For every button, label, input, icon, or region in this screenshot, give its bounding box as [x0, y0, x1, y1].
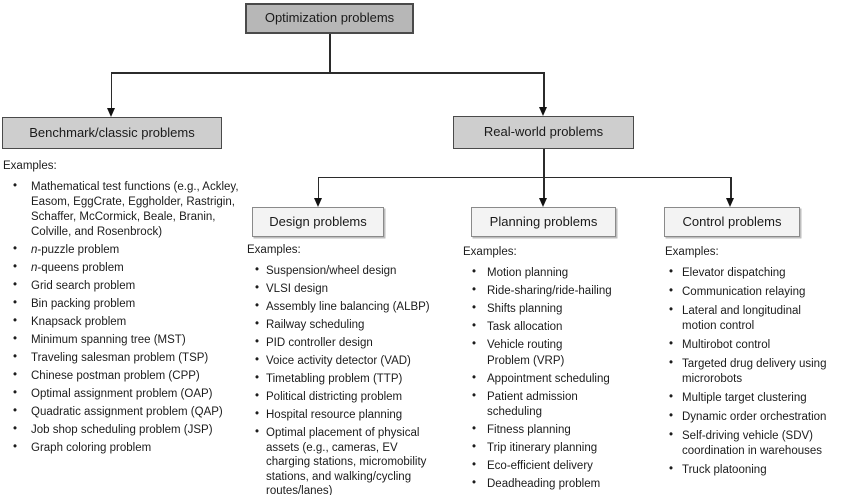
node-optimization-problems: Optimization problems — [245, 3, 414, 34]
node-label: Design problems — [269, 213, 367, 229]
example-item: Mathematical test functions (e.g., Ackle… — [3, 179, 245, 240]
node-design-problems: Design problems — [252, 207, 384, 237]
example-item: Shifts planning — [463, 301, 655, 318]
connector-level3-horizontal — [318, 176, 731, 178]
example-item: Trip itinerary planning — [463, 440, 655, 457]
node-real-world-problems: Real-world problems — [453, 116, 634, 149]
connector-level2-horizontal — [111, 72, 545, 74]
example-item: Knapsack problem — [3, 314, 245, 330]
arrow-down-control-icon — [726, 198, 734, 207]
example-item: Communication relaying — [665, 284, 842, 300]
connector-realworld-down-stem — [543, 149, 545, 177]
example-item: Optimal assignment problem (OAP) — [3, 386, 245, 402]
node-benchmark-classic-problems: Benchmark/classic problems — [2, 117, 222, 149]
node-planning-problems: Planning problems — [471, 207, 616, 237]
example-item: Graph coloring problem — [3, 440, 245, 456]
planning-examples-column: Examples: Motion planningRide-sharing/ri… — [463, 245, 655, 495]
example-item: Traveling salesman problem (TSP) — [3, 350, 245, 366]
example-item: Self-driving vehicle (SDV)coordination i… — [665, 428, 842, 459]
example-item: Chinese postman problem (CPP) — [3, 368, 245, 384]
example-item: Fitness planning — [463, 422, 655, 439]
node-label: Benchmark/classic problems — [29, 124, 195, 140]
example-item: Deadheading problem — [463, 476, 655, 493]
connector-realworld-stem — [543, 72, 545, 107]
example-item: Ride-sharing/ride-hailing — [463, 283, 655, 300]
node-label: Optimization problems — [264, 10, 395, 26]
example-item: Grid search problem — [3, 278, 245, 294]
examples-heading: Examples: — [247, 244, 301, 256]
example-item: Minimum spanning tree (MST) — [3, 332, 245, 348]
connector-control-stem — [730, 176, 732, 199]
example-item: Bin packing problem — [3, 296, 245, 312]
connector-planning-stem — [543, 176, 545, 199]
example-item: Timetabling problem (TTP) — [247, 371, 447, 387]
examples-heading: Examples: — [665, 246, 719, 258]
arrow-down-design-icon — [313, 198, 322, 207]
example-item: Suspension/wheel design — [247, 263, 447, 279]
example-item: n-puzzle problem — [3, 242, 245, 258]
examples-heading: Examples: — [3, 160, 57, 172]
example-item: Political districting problem — [247, 389, 447, 405]
control-examples-column: Examples: Elevator dispatchingCommunicat… — [665, 245, 842, 482]
example-item: Truck platooning — [665, 462, 842, 478]
example-item: Voice activity detector (VAD) — [247, 353, 447, 369]
connector-root-stem — [329, 34, 331, 73]
example-item: Eco-efficient delivery — [463, 458, 655, 475]
example-item: Quadratic assignment problem (QAP) — [3, 404, 245, 420]
example-item: VLSI design — [247, 281, 447, 297]
planning-examples-list: Motion planningRide-sharing/ride-hailing… — [463, 265, 655, 493]
example-item: Task allocation — [463, 319, 655, 336]
connector-design-stem — [317, 176, 319, 199]
control-examples-list: Elevator dispatchingCommunication relayi… — [665, 265, 842, 478]
example-item: Appointment scheduling — [463, 371, 655, 388]
example-item: PID controller design — [247, 335, 447, 351]
arrow-down-benchmark-icon — [106, 108, 115, 117]
node-control-problems: Control problems — [664, 207, 800, 237]
design-examples-column: Examples: Suspension/wheel designVLSI de… — [247, 243, 447, 495]
example-item: Job shop scheduling problem (JSP) — [3, 422, 245, 438]
design-examples-list: Suspension/wheel designVLSI designAssemb… — [247, 263, 447, 495]
arrow-down-planning-icon — [539, 198, 547, 207]
examples-heading: Examples: — [463, 246, 517, 258]
example-item: Assembly line balancing (ALBP) — [247, 299, 447, 315]
connector-benchmark-stem — [110, 72, 112, 108]
example-item: Motion planning — [463, 265, 655, 282]
benchmark-examples-list: Mathematical test functions (e.g., Ackle… — [3, 179, 245, 456]
example-item: Hospital resource planning — [247, 407, 447, 423]
example-item: Multirobot control — [665, 337, 842, 353]
node-label: Planning problems — [489, 213, 598, 229]
example-item: Railway scheduling — [247, 317, 447, 333]
example-item: Multiple target clustering — [665, 390, 842, 406]
example-item: n-queens problem — [3, 260, 245, 276]
node-label: Control problems — [682, 213, 782, 229]
example-item: Dynamic order orchestration — [665, 409, 842, 425]
benchmark-examples-column: Examples: Mathematical test functions (e… — [3, 159, 245, 459]
example-item: Elevator dispatching — [665, 265, 842, 281]
node-label: Real-world problems — [483, 124, 604, 140]
arrow-down-realworld-icon — [539, 107, 547, 116]
